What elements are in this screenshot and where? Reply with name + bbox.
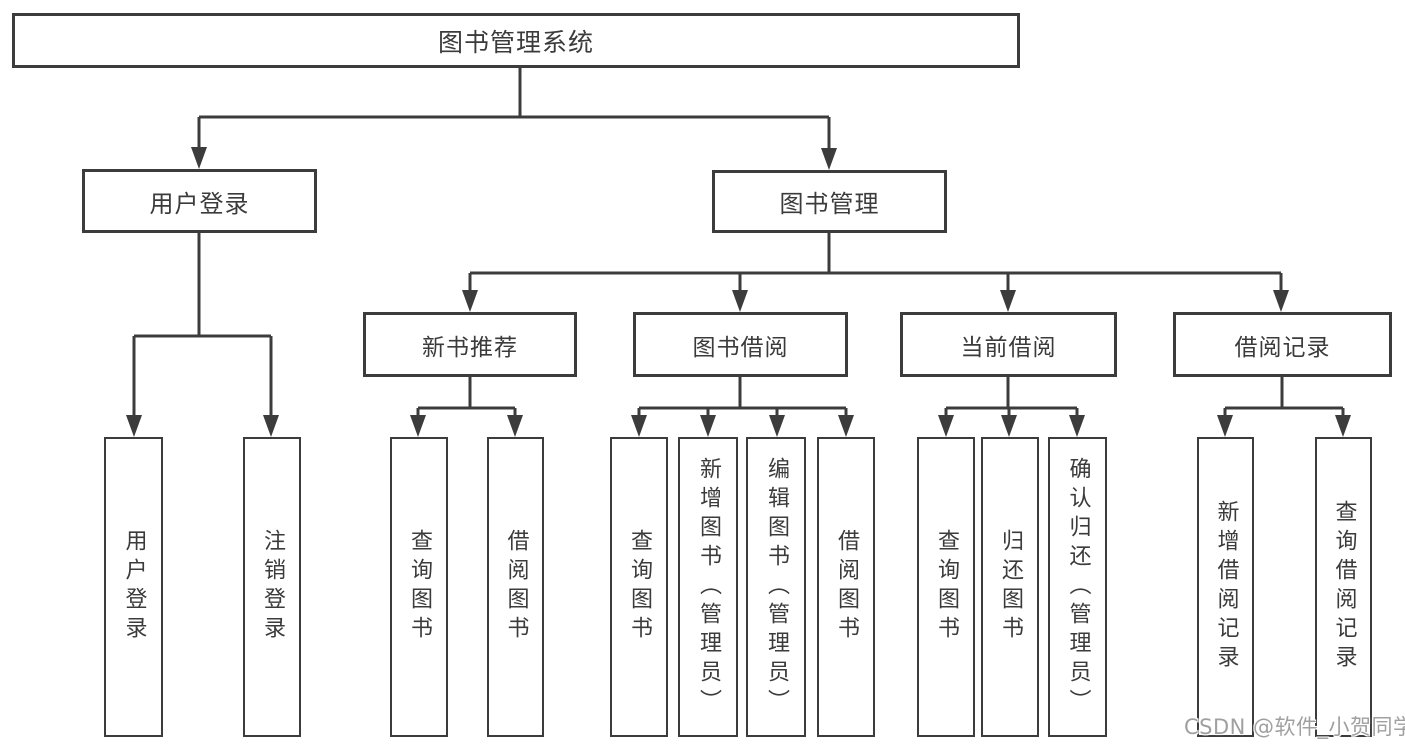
node-book-borrow-label: 图书借阅 xyxy=(692,334,789,361)
leaf-return-book-label: 归还图书 xyxy=(998,529,1023,645)
leaf-add-borrow-record: 新增借阅记录 xyxy=(1197,437,1254,737)
node-book-management: 图书管理 xyxy=(712,170,947,233)
node-borrow-records: 借阅记录 xyxy=(1173,312,1392,377)
leaf-add-book-admin-label: 新增图书（管理员） xyxy=(696,456,721,718)
leaf-confirm-return-admin-label: 确认归还（管理员） xyxy=(1065,456,1091,718)
node-new-book-recommend: 新书推荐 xyxy=(363,312,577,377)
node-current-borrow-label: 当前借阅 xyxy=(960,334,1057,361)
node-book-management-label: 图书管理 xyxy=(779,190,880,218)
leaf-user-login-label: 用户登录 xyxy=(121,529,147,645)
node-borrow-records-label: 借阅记录 xyxy=(1234,334,1331,361)
leaf-return-book: 归还图书 xyxy=(981,437,1039,737)
leaf-borrow-books-2: 借阅图书 xyxy=(817,437,875,737)
node-user-login: 用户登录 xyxy=(82,169,317,233)
node-root-label: 图书管理系统 xyxy=(437,27,594,57)
node-current-borrow: 当前借阅 xyxy=(900,312,1117,377)
leaf-query-books-1: 查询图书 xyxy=(390,437,448,737)
node-root: 图书管理系统 xyxy=(12,13,1020,68)
leaf-confirm-return-admin: 确认归还（管理员） xyxy=(1048,437,1107,737)
leaf-query-books-2: 查询图书 xyxy=(610,437,668,737)
leaf-logout-label: 注销登录 xyxy=(260,529,285,645)
leaf-borrow-books-1: 借阅图书 xyxy=(487,437,544,737)
leaf-query-borrow-record-label: 查询借阅记录 xyxy=(1331,500,1357,674)
leaf-query-books-3-label: 查询图书 xyxy=(934,529,959,645)
watermark: CSDN @软件_小贺同学 xyxy=(1184,715,1405,739)
leaf-borrow-books-2-label: 借阅图书 xyxy=(834,529,859,645)
leaf-borrow-books-1-label: 借阅图书 xyxy=(503,529,529,645)
arrowhead-icons xyxy=(126,147,1351,437)
leaf-user-login: 用户登录 xyxy=(104,437,163,737)
leaf-add-borrow-record-label: 新增借阅记录 xyxy=(1213,500,1239,674)
leaf-query-books-1-label: 查询图书 xyxy=(407,529,432,645)
leaf-query-books-2-label: 查询图书 xyxy=(627,529,652,645)
leaf-add-book-admin: 新增图书（管理员） xyxy=(678,437,738,737)
leaf-query-borrow-record: 查询借阅记录 xyxy=(1315,437,1372,737)
leaf-edit-book-admin-label: 编辑图书（管理员） xyxy=(764,456,789,718)
leaf-logout: 注销登录 xyxy=(243,437,301,737)
node-new-book-recommend-label: 新书推荐 xyxy=(422,334,518,361)
node-book-borrow: 图书借阅 xyxy=(633,312,848,377)
node-user-login-label: 用户登录 xyxy=(149,189,250,218)
leaf-edit-book-admin: 编辑图书（管理员） xyxy=(746,437,806,737)
leaf-query-books-3: 查询图书 xyxy=(917,437,975,737)
